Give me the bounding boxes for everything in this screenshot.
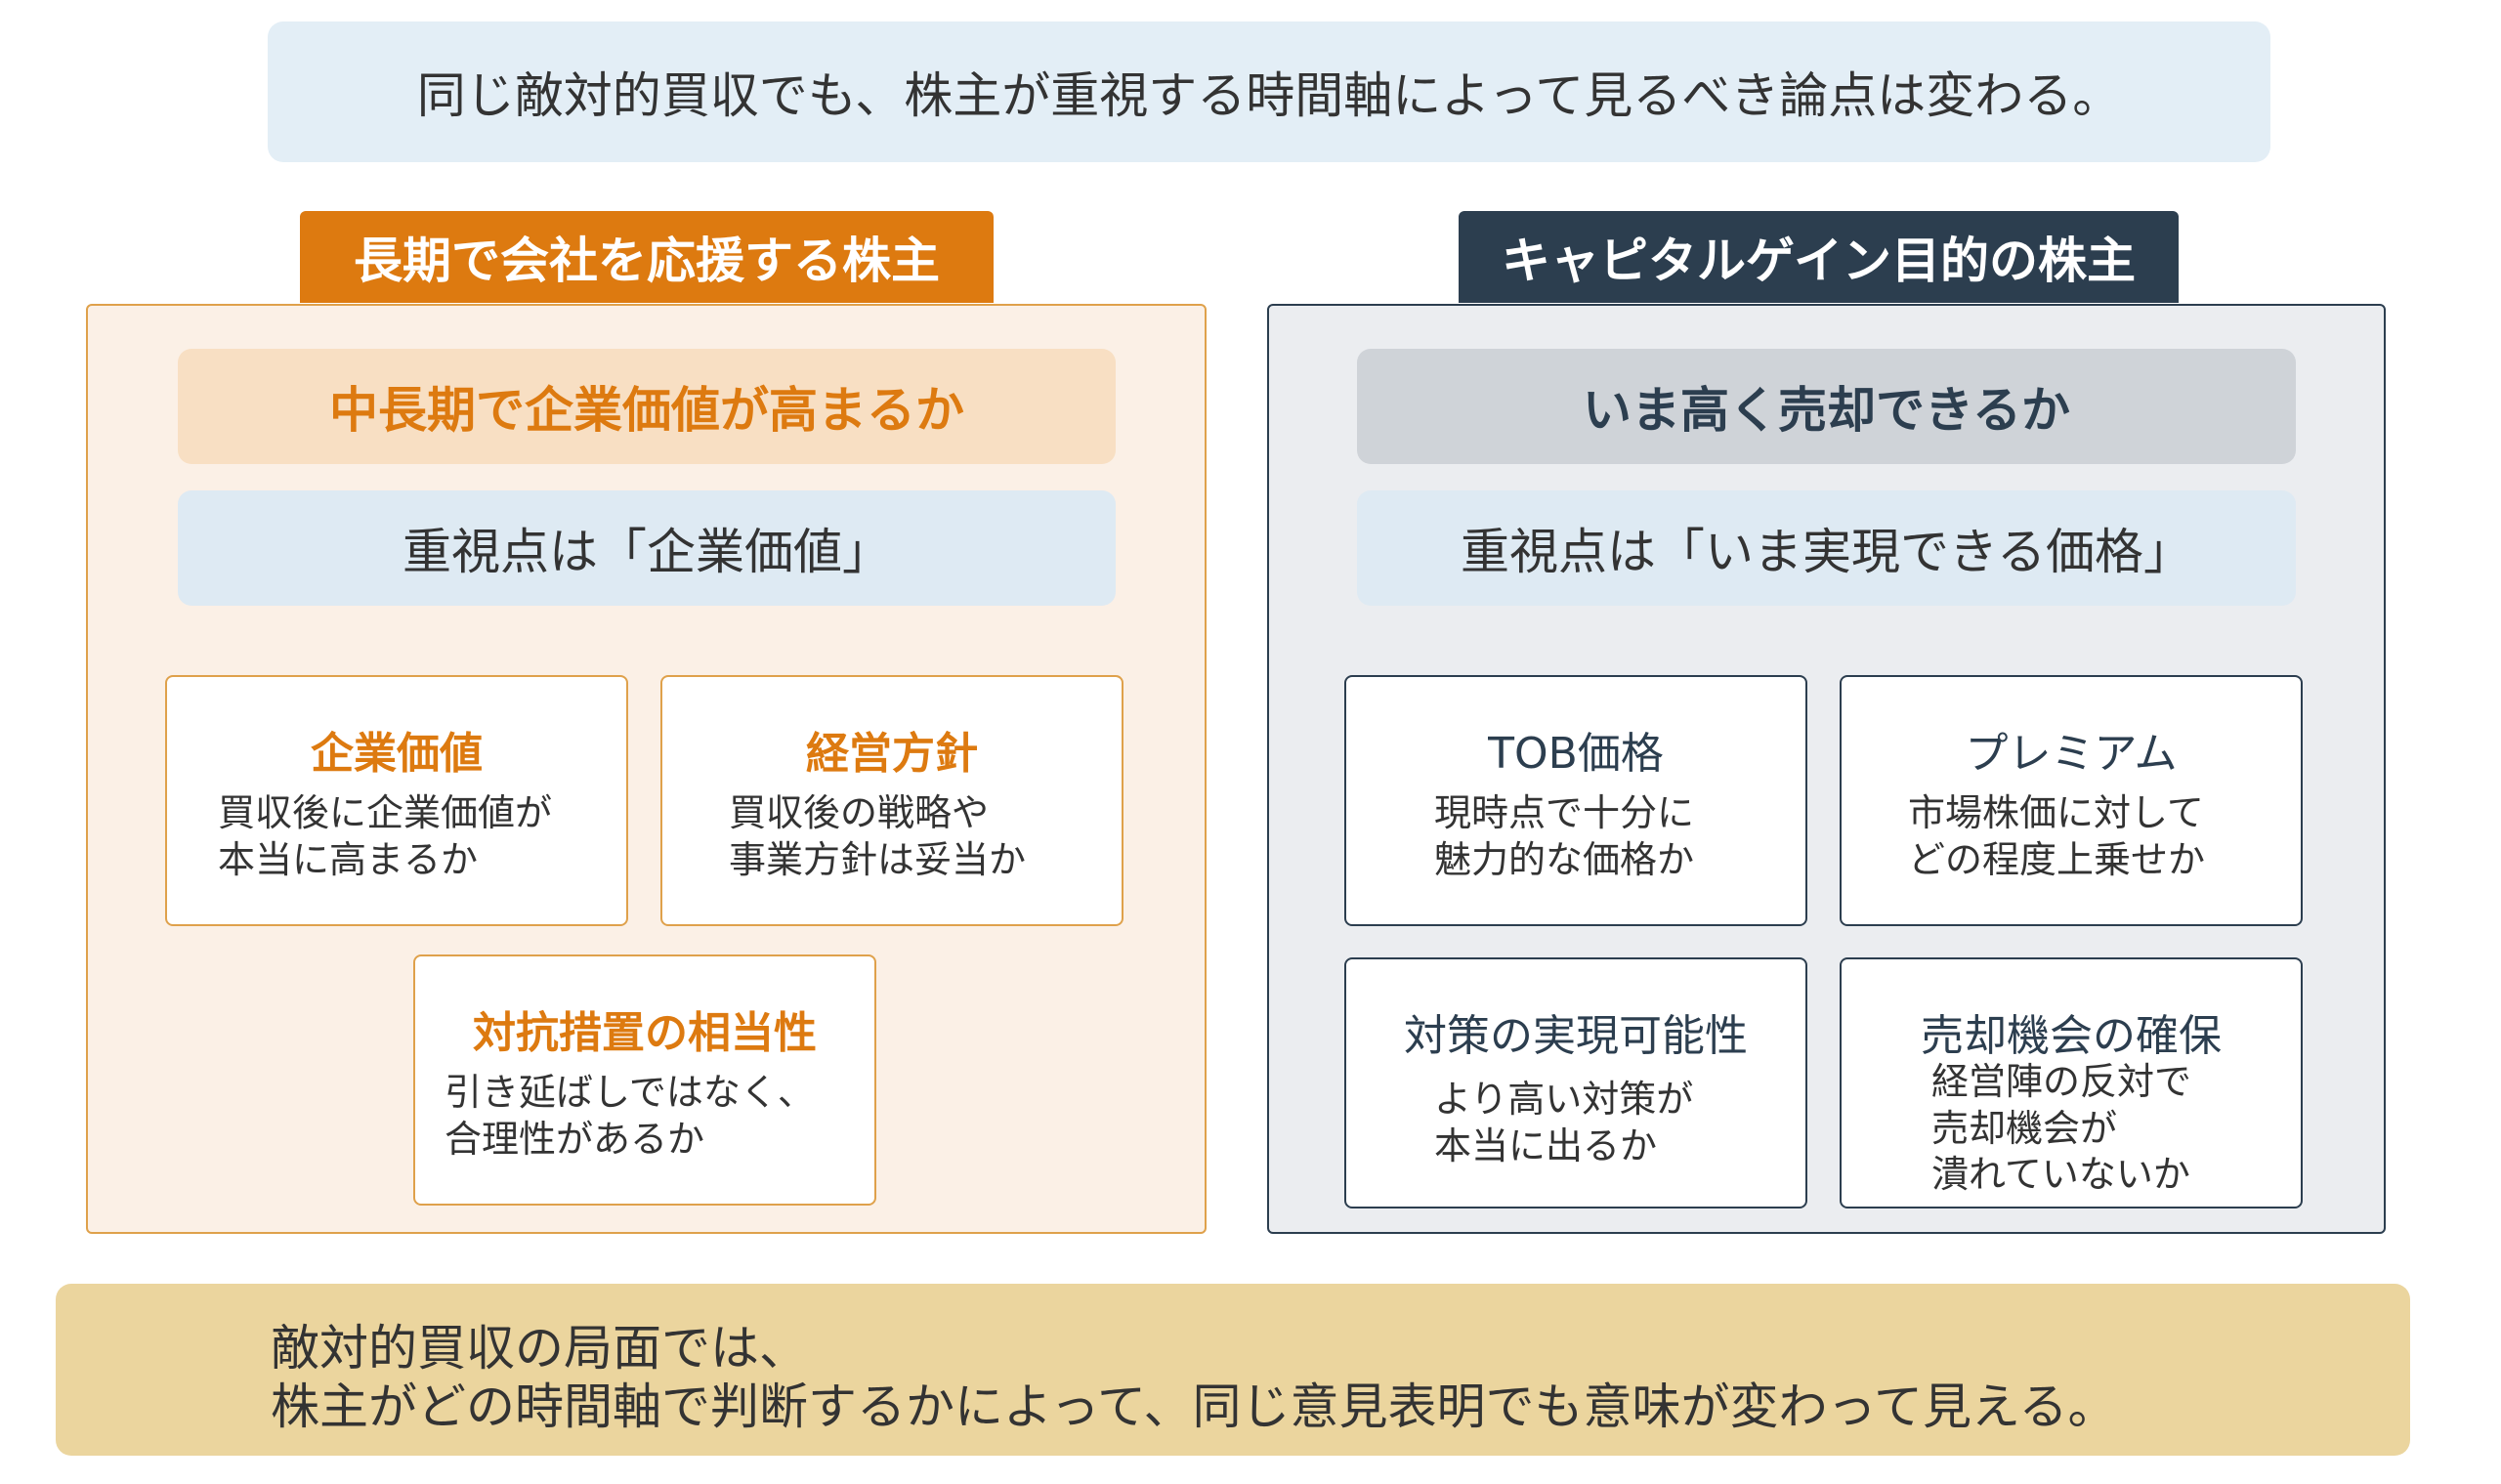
card-countermeasure-proportionality: 対抗措置の相当性 引き延ばしではなく、 合理性があるか bbox=[413, 954, 876, 1206]
left-focus-text: 中長期で企業価値が高まるか bbox=[329, 382, 964, 439]
right-emphasis-text: 重視点は「いま実現できる価格」 bbox=[1461, 524, 2192, 580]
footer-line-1: 敵対的買収の局面では、 bbox=[271, 1320, 808, 1377]
left-emphasis-text: 重視点は「企業価値」 bbox=[403, 524, 891, 580]
card-title: 対策の実現可能性 bbox=[1404, 1011, 1748, 1061]
card-title: 売却機会の確保 bbox=[1921, 1011, 2222, 1061]
card-tob-price: TOB価格 現時点で十分に 魅力的な価格か bbox=[1344, 675, 1807, 926]
card-body: 引き延ばしではなく、 合理性があるか bbox=[445, 1071, 815, 1161]
long-term-shareholder-tab: 長期で会社を応援する株主 bbox=[300, 211, 994, 303]
card-body: 経営陣の反対で 売却機会が 潰れていないか bbox=[1931, 1060, 2192, 1196]
card-body: 現時点で十分に 魅力的な価格か bbox=[1434, 791, 1695, 881]
left-focus-question: 中長期で企業価値が高まるか bbox=[178, 349, 1116, 464]
banner-text: 同じ敵対的買収でも、株主が重視する時間軸によって見るべき論点は変わる。 bbox=[416, 67, 2122, 124]
card-body: 買収後の戦略や 事業方針は妥当か bbox=[729, 791, 1027, 881]
capital-gain-shareholder-tab: キャピタルゲイン目的の株主 bbox=[1459, 211, 2179, 303]
card-sale-opportunity: 売却機会の確保 経営陣の反対で 売却機会が 潰れていないか bbox=[1840, 957, 2303, 1208]
footer-line-2: 株主がどの時間軸で判断するかによって、同じ意見表明でも意味が変わって見える。 bbox=[271, 1378, 2117, 1435]
card-body: 買収後に企業価値が 本当に高まるか bbox=[218, 791, 553, 881]
right-emphasis: 重視点は「いま実現できる価格」 bbox=[1357, 490, 2296, 606]
card-title: プレミアム bbox=[1965, 729, 2178, 779]
card-title: 企業価値 bbox=[311, 729, 483, 779]
card-corporate-value: 企業価値 買収後に企業価値が 本当に高まるか bbox=[165, 675, 628, 926]
card-countermeasure-feasibility: 対策の実現可能性 より高い対策が 本当に出るか bbox=[1344, 957, 1807, 1208]
card-title: TOB価格 bbox=[1488, 729, 1664, 779]
right-tab-label: キャピタルゲイン目的の株主 bbox=[1502, 233, 2136, 289]
top-banner: 同じ敵対的買収でも、株主が重視する時間軸によって見るべき論点は変わる。 bbox=[268, 21, 2270, 162]
card-management-policy: 経営方針 買収後の戦略や 事業方針は妥当か bbox=[660, 675, 1123, 926]
right-focus-question: いま高く売却できるか bbox=[1357, 349, 2296, 464]
card-premium: プレミアム 市場株価に対して どの程度上乗せか bbox=[1840, 675, 2303, 926]
card-body: より高い対策が 本当に出るか bbox=[1434, 1078, 1694, 1167]
right-focus-text: いま高く売却できるか bbox=[1583, 382, 2070, 439]
card-title: 経営方針 bbox=[806, 729, 978, 779]
left-emphasis: 重視点は「企業価値」 bbox=[178, 490, 1116, 606]
card-title: 対抗措置の相当性 bbox=[473, 1008, 817, 1058]
left-tab-label: 長期で会社を応援する株主 bbox=[354, 233, 940, 289]
summary-footer bbox=[56, 1284, 2410, 1456]
card-body: 市場株価に対して どの程度上乗せか bbox=[1908, 791, 2206, 881]
